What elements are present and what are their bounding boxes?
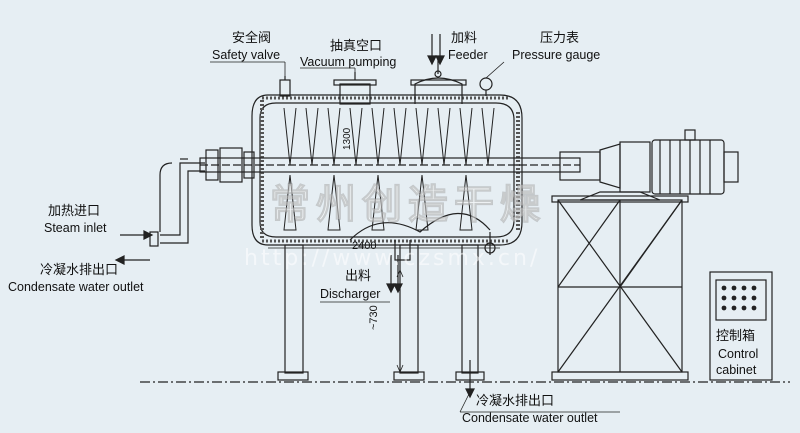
feeder-label-cn: 加料 bbox=[451, 31, 478, 46]
dimension-lines bbox=[268, 247, 500, 374]
leader-lines bbox=[210, 61, 620, 413]
feeder-arrows bbox=[427, 34, 445, 66]
steam-inlet-arrow bbox=[120, 230, 154, 240]
support-frame bbox=[551, 195, 689, 381]
vacuum-label-cn: 抽真空口 bbox=[330, 39, 383, 54]
dimension-diameter: 1300 bbox=[342, 127, 353, 150]
pressure-gauge bbox=[479, 77, 493, 96]
control-cabinet bbox=[709, 271, 773, 381]
condensate-pipe bbox=[484, 232, 496, 255]
svg-text:常州创造干燥: 常州创造干燥 bbox=[270, 182, 546, 228]
condensate-left-label-en: Condensate water outlet bbox=[8, 280, 144, 294]
safety-valve-label-cn: 安全阀 bbox=[232, 31, 272, 46]
safety-valve-label-en: Safety valve bbox=[212, 48, 281, 62]
safety-valve bbox=[279, 76, 291, 97]
discharge-label-en: Discharger bbox=[320, 287, 381, 301]
cabinet-buttons bbox=[721, 285, 757, 311]
discharge-label-cn: 出料 bbox=[345, 269, 372, 284]
watermark-logo: 常州创造干燥 bbox=[270, 182, 546, 229]
support-legs bbox=[277, 244, 485, 381]
control-cabinet-label-en-1: Control bbox=[718, 347, 759, 361]
steam-inlet-pipe bbox=[149, 158, 205, 247]
condensate-bottom-label-cn: 冷凝水排出口 bbox=[476, 394, 555, 409]
condensate-bottom-arrow bbox=[465, 360, 475, 399]
feeder-label-en: Feeder bbox=[448, 48, 488, 62]
control-cabinet-label-en-2: cabinet bbox=[716, 363, 757, 377]
pressure-label-cn: 压力表 bbox=[540, 31, 580, 46]
drive-motor bbox=[559, 129, 739, 201]
drum-shell bbox=[251, 94, 523, 246]
control-cabinet-label-cn: 控制箱 bbox=[716, 329, 756, 344]
condensate-bottom-label-en: Condensate water outlet bbox=[462, 411, 598, 425]
left-bearing bbox=[205, 147, 255, 183]
dimension-length: 2400 bbox=[352, 240, 377, 252]
vacuum-label-en: Vacuum pumping bbox=[300, 55, 397, 69]
condensate-left-arrow bbox=[114, 255, 150, 265]
dimension-height: ~730 bbox=[368, 305, 380, 330]
vacuum-port bbox=[333, 72, 377, 105]
pressure-label-en: Pressure gauge bbox=[512, 48, 601, 62]
main-shaft bbox=[199, 157, 581, 173]
discharge-outlet bbox=[349, 212, 491, 261]
steam-inlet-label-en: Steam inlet bbox=[44, 221, 107, 235]
condensate-left-label-cn: 冷凝水排出口 bbox=[40, 263, 119, 278]
steam-inlet-label-cn: 加热进口 bbox=[48, 204, 101, 219]
